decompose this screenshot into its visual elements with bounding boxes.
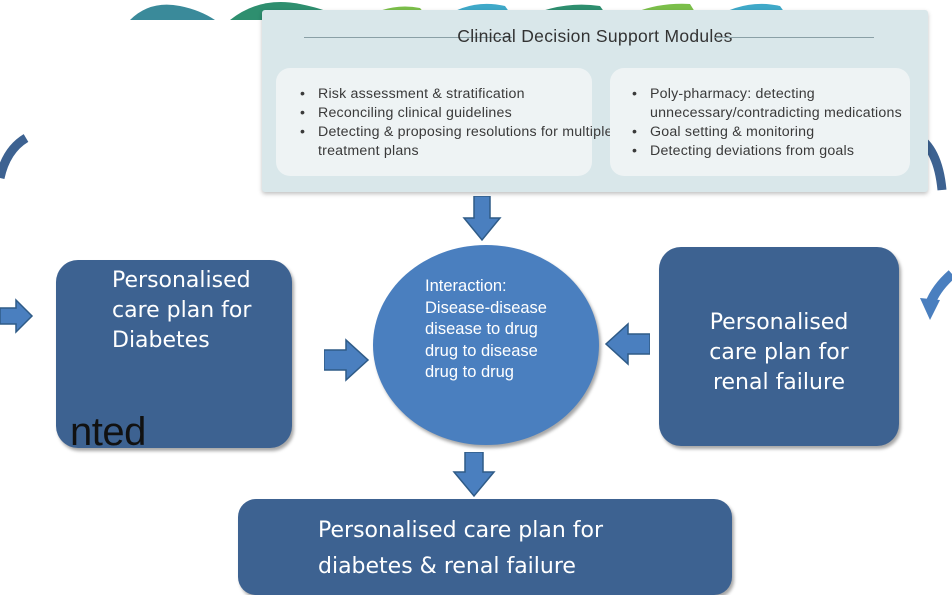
interaction-label: Interaction: Disease-disease disease to …	[425, 276, 595, 384]
cds-right-module-list: Poly-pharmacy: detecting unnecessary/con…	[610, 68, 910, 176]
diabetes-care-plan-box	[56, 260, 292, 448]
label-line: care plan for	[709, 340, 849, 365]
cds-panel: Clinical Decision Support Modules Risk a…	[262, 10, 928, 192]
combined-care-plan-box	[238, 499, 732, 595]
list-item: Goal setting & monitoring	[630, 123, 920, 142]
label-line: Personalised care plan for	[318, 518, 604, 543]
list-item: Detecting deviations from goals	[630, 142, 920, 161]
arrow-right-left-edge	[0, 298, 34, 334]
label-line: renal failure	[712, 370, 846, 395]
title-rule-right	[714, 37, 874, 38]
arrow-down-top	[462, 196, 502, 242]
title-rule-left	[304, 37, 512, 38]
list-item: Risk assessment & stratification	[298, 85, 648, 104]
label-line: Personalised	[112, 268, 251, 293]
label-line: Disease-disease	[425, 298, 547, 317]
cds-title-row: Clinical Decision Support Modules	[262, 24, 928, 50]
curved-arrow-left-top	[0, 134, 29, 180]
combined-care-plan-label: Personalised care plan for diabetes & re…	[318, 516, 718, 582]
interaction-circle	[373, 245, 599, 445]
arrow-left-to-interaction	[604, 322, 650, 366]
diabetes-care-plan-label: Personalised care plan for Diabetes	[112, 266, 312, 356]
curved-arrow-right-side	[920, 270, 952, 320]
label-line: Personalised	[709, 310, 849, 335]
label-line: care plan for	[112, 298, 252, 323]
list-item: Poly-pharmacy: detecting unnecessary/con…	[630, 85, 920, 123]
arrow-down-bottom	[452, 452, 496, 498]
list-item: Detecting & proposing resolutions for mu…	[298, 123, 648, 161]
label-line: diabetes & renal failure	[318, 554, 576, 579]
renal-care-plan-label: Personalised care plan for renal failure	[664, 308, 894, 398]
renal-care-plan-box	[659, 247, 899, 446]
label-line: Interaction:	[425, 277, 507, 295]
arrow-right-to-interaction	[324, 338, 370, 382]
label-line: drug to disease	[425, 341, 538, 360]
label-line: Diabetes	[112, 328, 210, 353]
cds-title: Clinical Decision Support Modules	[457, 26, 733, 46]
cds-left-module-list: Risk assessment & stratification Reconci…	[276, 68, 612, 176]
partial-background-text: nted	[70, 410, 146, 454]
label-line: drug to drug	[425, 363, 514, 381]
label-line: disease to drug	[425, 320, 538, 338]
list-item: Reconciling clinical guidelines	[298, 104, 648, 123]
